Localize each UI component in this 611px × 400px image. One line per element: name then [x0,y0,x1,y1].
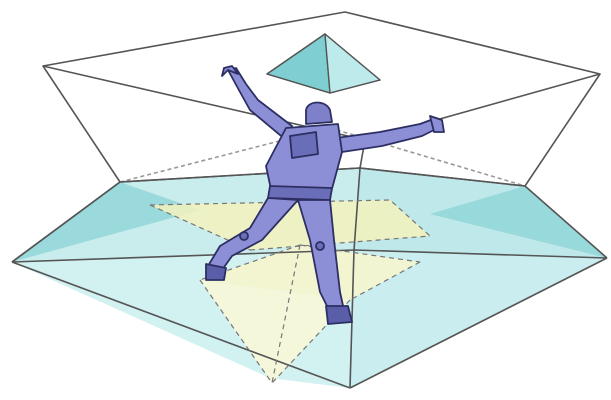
figure-chest-pack [290,132,318,158]
small-floating-pyramid [267,34,380,93]
figure-right-knee [316,242,324,250]
figure-left-knee [240,232,248,240]
figure-right-foot [326,306,352,324]
figure-head [306,103,332,125]
